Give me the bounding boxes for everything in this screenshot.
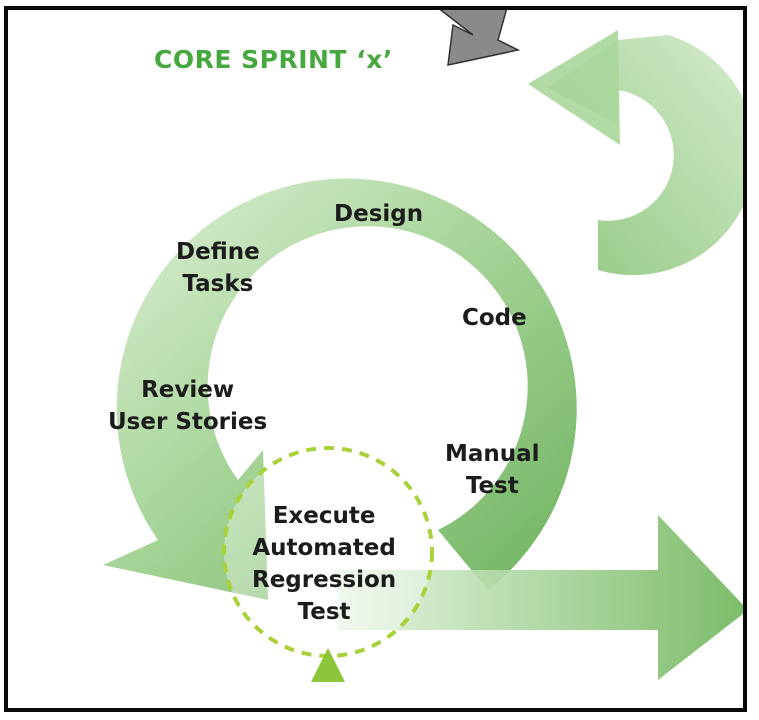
sprint-title: CORE SPRINT ‘x’	[154, 45, 393, 74]
step-execute-automated-regression-test: Execute Automated Regression Test	[252, 500, 396, 628]
incoming-grey-arrow	[439, 10, 521, 66]
diagram-frame: CORE SPRINT ‘x’ Define Tasks Design Code…	[4, 6, 747, 712]
step-line: Code	[462, 305, 527, 331]
step-line: Execute	[272, 503, 376, 529]
sprint-cycle-arrow	[103, 178, 577, 600]
step-review-user-stories: Review User Stories	[108, 374, 267, 438]
step-define-tasks: Define Tasks	[176, 236, 260, 300]
step-line: Test	[465, 473, 519, 499]
step-line: Automated	[252, 535, 396, 561]
step-line: User Stories	[108, 409, 268, 435]
step-line: Manual	[445, 441, 540, 467]
small-loop-head	[528, 30, 620, 145]
step-manual-test: Manual Test	[445, 438, 540, 502]
step-line: Review	[141, 377, 235, 403]
step-line: Define	[176, 239, 260, 265]
step-line: Regression	[252, 567, 397, 593]
step-code: Code	[462, 302, 527, 334]
sprint-cycle-graphic	[103, 10, 743, 682]
outgoing-arrow	[338, 515, 743, 680]
step-line: Test	[297, 599, 351, 625]
step-design: Design	[334, 198, 423, 230]
regression-marker-triangle	[311, 648, 345, 682]
step-line: Design	[334, 201, 424, 227]
step-line: Tasks	[182, 271, 254, 297]
